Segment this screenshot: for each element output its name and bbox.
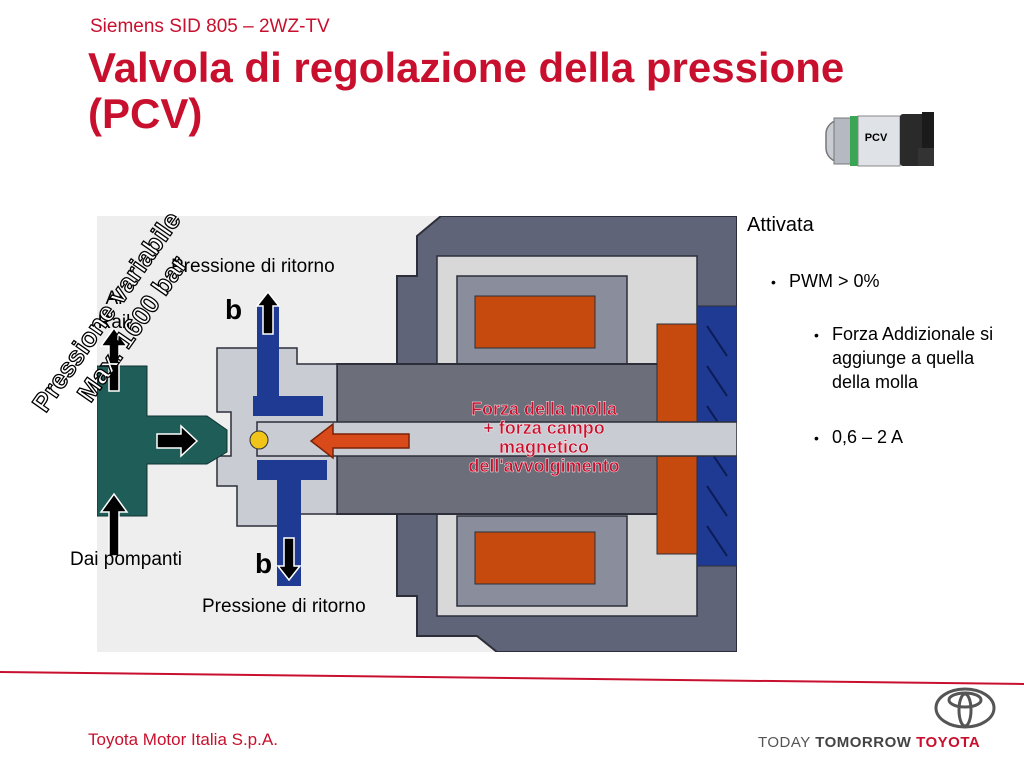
footer-company-name: Toyota Motor Italia S.p.A. xyxy=(88,730,278,749)
toyota-logo-icon xyxy=(934,687,996,729)
label-to-rail-line2: Rail xyxy=(97,312,131,333)
tagline-today: TODAY xyxy=(758,734,811,751)
pcv-cross-section-diagram xyxy=(97,216,737,652)
label-force-line2: + forza campo xyxy=(483,418,605,438)
slide-title: Valvola di regolazione della pressione (… xyxy=(88,44,845,137)
label-to-rail-line1: Al xyxy=(105,288,123,309)
bullet-pwm-text: PWM > 0% xyxy=(789,271,880,291)
activated-heading: Attivata xyxy=(747,214,814,236)
tagline-toyota: TOYOTA xyxy=(916,734,981,751)
label-to-rail: Al Rail xyxy=(90,287,138,335)
slide-subtitle: Siemens SID 805 – 2WZ-TV xyxy=(90,16,330,37)
arrow-to-rail xyxy=(99,326,129,392)
label-return-pressure-top: Pressione di ritorno xyxy=(171,256,335,277)
label-force-line4: dell'avvolgimento xyxy=(468,456,620,476)
label-b-bottom: b xyxy=(255,548,273,579)
arrow-from-pumps xyxy=(99,492,129,557)
footer-tagline: TODAY TOMORROW TOYOTA xyxy=(758,734,980,751)
footer-swoosh-line xyxy=(0,671,1024,685)
bullet-additional-force-text: Forza Addizionale si aggiunge a quella d… xyxy=(832,324,994,392)
label-from-pumps: Dai pompanti xyxy=(70,549,182,570)
coil-winding-lower xyxy=(474,531,596,585)
label-force-line1: Forza della molla xyxy=(470,399,618,419)
bullet-current: •0,6 – 2 A xyxy=(814,427,904,447)
bullet-pwm: •PWM > 0% xyxy=(771,271,880,291)
pcv-sensor-image: PCV xyxy=(825,112,934,167)
bullet-additional-force: •Forza Addizionale si aggiunge a quella … xyxy=(814,322,1014,394)
label-return-pressure-bottom: Pressione di ritorno xyxy=(202,596,366,617)
sensor-label: PCV xyxy=(865,132,888,144)
coil-winding-upper xyxy=(474,295,596,349)
force-arrow xyxy=(309,422,410,460)
valve-ball xyxy=(249,430,269,450)
bullet-current-text: 0,6 – 2 A xyxy=(832,427,904,447)
label-force-line3: magnetico xyxy=(498,437,590,457)
label-b-top: b xyxy=(225,294,243,325)
arrow-return-down xyxy=(276,537,302,582)
arrow-flow-in xyxy=(156,424,199,458)
tagline-tomorrow: TOMORROW xyxy=(815,734,912,751)
label-force: Forza della molla + forza campo magnetic… xyxy=(437,399,651,476)
arrow-return-up xyxy=(255,290,281,335)
